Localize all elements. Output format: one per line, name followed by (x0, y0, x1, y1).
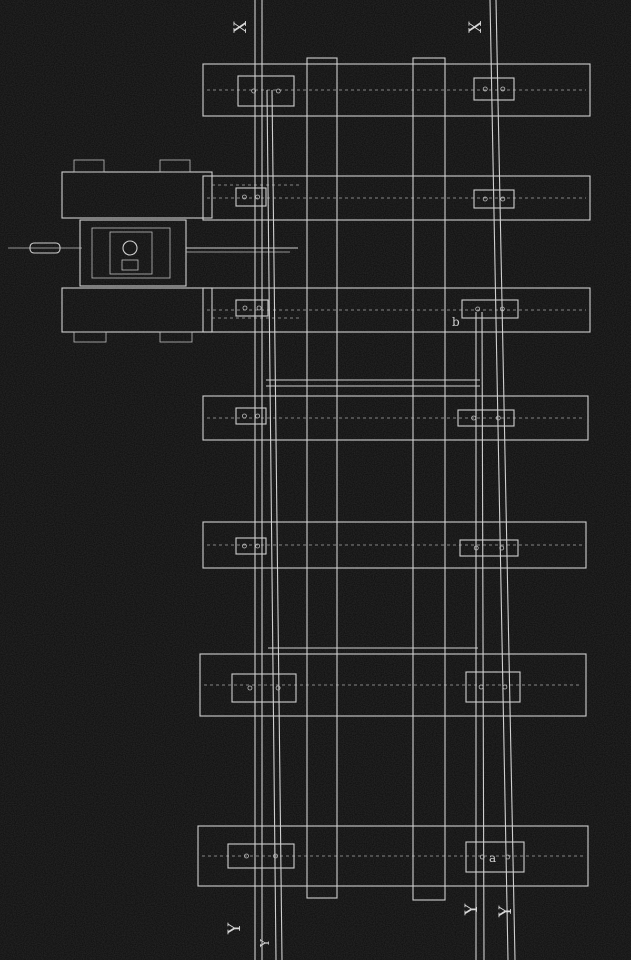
spike-3-1 (241, 194, 247, 200)
spike-13-1 (244, 853, 249, 859)
spike-11-2 (275, 685, 281, 691)
rail-plate-7 (235, 407, 267, 425)
longitudinal-timber-left (306, 57, 338, 899)
spike-2-1 (482, 86, 488, 92)
spike-4-2 (500, 196, 506, 202)
label-mark-b: b (452, 315, 460, 329)
switch-stand (8, 159, 300, 343)
spike-14-1 (479, 854, 485, 860)
rail-plate-10 (459, 539, 519, 557)
spike-8-2 (495, 415, 501, 421)
switch-stand-headblock-lower (61, 287, 213, 333)
spike-6-1 (475, 306, 481, 312)
label-x-right: X (466, 20, 486, 33)
switch-stand-lever-handle (29, 242, 61, 254)
label-x-left: X (231, 20, 251, 33)
spike-1-2 (275, 88, 281, 94)
spike-10-1 (473, 545, 479, 551)
switch-stand-block-top-1 (73, 159, 105, 173)
switch-stand-frame (91, 227, 171, 279)
crosstie-1 (202, 63, 591, 117)
spike-9-2 (255, 543, 261, 549)
crosstie-4 (202, 395, 589, 441)
switch-stand-block-bottom-1 (73, 331, 107, 343)
switch-stand-headblock-upper (61, 171, 213, 219)
spike-10-2 (499, 545, 505, 551)
spike-3-2 (255, 194, 261, 200)
switch-stand-crank (121, 259, 139, 271)
spike-2-2 (500, 86, 506, 92)
spike-7-1 (241, 413, 247, 419)
rail-plates (227, 75, 525, 873)
spike-5-2 (256, 305, 262, 311)
crosstie-5 (202, 521, 587, 569)
rail-plate-14 (465, 841, 525, 873)
rail-plate-4 (473, 189, 515, 209)
rails (254, 0, 516, 960)
rail-plate-1 (237, 75, 295, 107)
spike-12-1 (478, 684, 484, 690)
rail-plate-9 (235, 537, 267, 555)
spike-8-1 (471, 415, 477, 421)
spike-9-1 (241, 543, 247, 549)
label-y-right-outer: Y (496, 905, 516, 918)
rail-left-point-a (266, 89, 277, 960)
rail-plate-13 (227, 843, 295, 869)
spike-12-2 (502, 684, 508, 690)
switch-stand-base (79, 219, 187, 287)
spike-11-1 (247, 685, 253, 691)
crosstie-3 (202, 287, 591, 333)
rail-right-main-a (489, 0, 509, 960)
label-mark-a: a (489, 851, 496, 865)
longitudinal-timbers (306, 57, 446, 901)
rail-right-point-b (481, 311, 485, 960)
spike-4-1 (482, 196, 488, 202)
label-y-left-inner: Y (258, 938, 272, 948)
label-y-left-outer: Y (225, 922, 245, 935)
rail-left-point-b (271, 89, 283, 960)
rail-plate-12 (465, 671, 521, 703)
longitudinal-timber-right (412, 57, 446, 901)
rail-plate-2 (473, 77, 515, 101)
tie-bars (266, 379, 480, 655)
crosstie-7 (197, 825, 589, 887)
spike-6-2 (499, 306, 505, 312)
labels: X X Y Y Y Y b a (225, 20, 516, 948)
spike-14-2 (505, 854, 511, 860)
switch-stand-housing (109, 231, 153, 275)
switch-stand-block-bottom-2 (159, 331, 193, 343)
spike-5-1 (242, 305, 248, 311)
spike-1-1 (251, 88, 257, 94)
label-y-right-inner: Y (462, 903, 482, 916)
rail-plate-3 (235, 187, 267, 207)
switch-stand-spindle (122, 240, 138, 256)
rail-plate-6 (461, 299, 519, 319)
spike-13-2 (273, 853, 278, 859)
rail-plate-8 (457, 409, 515, 427)
rail-plate-5 (235, 299, 269, 317)
spike-7-2 (255, 413, 261, 419)
rail-plate-11 (231, 673, 297, 703)
crosstie-2 (202, 175, 591, 221)
switch-stand-block-top-2 (159, 159, 191, 173)
rail-right-main-b (495, 0, 516, 960)
